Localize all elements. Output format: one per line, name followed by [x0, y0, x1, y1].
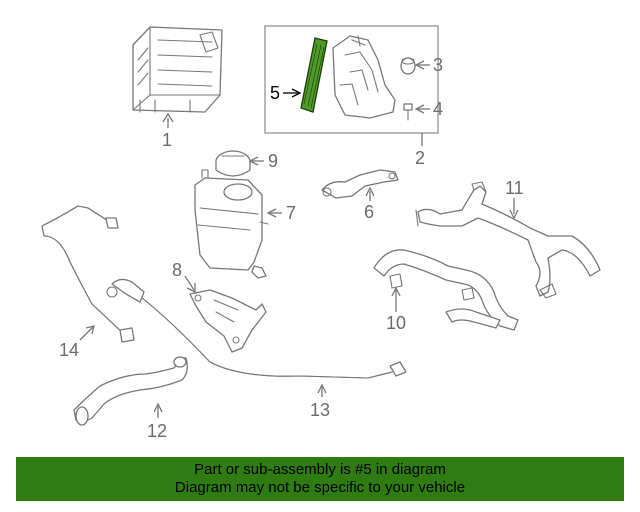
part-7-expansion-tank[interactable]: [194, 169, 269, 279]
callout-11[interactable]: 11: [505, 178, 524, 198]
callout-7[interactable]: 7: [286, 203, 296, 223]
exploded-parts-diagram: 1 2 3 4 5 6 7 8 9 10 11 12 13 14: [41, 25, 601, 441]
part-13-coolant-line[interactable]: [106, 278, 407, 379]
part-4-bolt[interactable]: [403, 103, 413, 121]
callout-6[interactable]: 6: [364, 202, 374, 222]
part-8-bracket[interactable]: [189, 289, 267, 353]
callout-13[interactable]: 13: [310, 400, 330, 420]
part-10-coolant-hose[interactable]: [373, 249, 519, 331]
banner-line-disclaimer: Diagram may not be specific to your vehi…: [174, 479, 466, 496]
callout-5[interactable]: 5: [270, 83, 280, 103]
part-1-canister[interactable]: [132, 26, 223, 113]
info-banner: Part or sub-assembly is #5 in diagram Di…: [16, 457, 624, 501]
callout-2[interactable]: 2: [415, 148, 425, 168]
part-12-lower-hose[interactable]: [73, 356, 188, 426]
banner-line-part: Part or sub-assembly is #5 in diagram: [194, 461, 446, 478]
air-intake-group-box: [264, 25, 439, 134]
callout-3[interactable]: 3: [433, 55, 443, 75]
callout-1[interactable]: 1: [162, 130, 172, 150]
callout-8[interactable]: 8: [172, 260, 182, 280]
part-11-coolant-hose[interactable]: [415, 181, 601, 299]
callout-14[interactable]: 14: [59, 340, 79, 360]
part-3-grommet[interactable]: [400, 57, 416, 75]
callout-10[interactable]: 10: [386, 313, 406, 333]
callout-4[interactable]: 4: [433, 99, 443, 119]
part-5-filter-element[interactable]: [300, 37, 328, 113]
callout-12[interactable]: 12: [147, 421, 167, 441]
part-9-cap[interactable]: [215, 150, 251, 177]
part-6-bracket[interactable]: [321, 169, 399, 199]
callout-9[interactable]: 9: [268, 151, 278, 171]
part-2-intake-housing[interactable]: [332, 35, 396, 119]
part-14-breather-line[interactable]: [41, 205, 135, 343]
